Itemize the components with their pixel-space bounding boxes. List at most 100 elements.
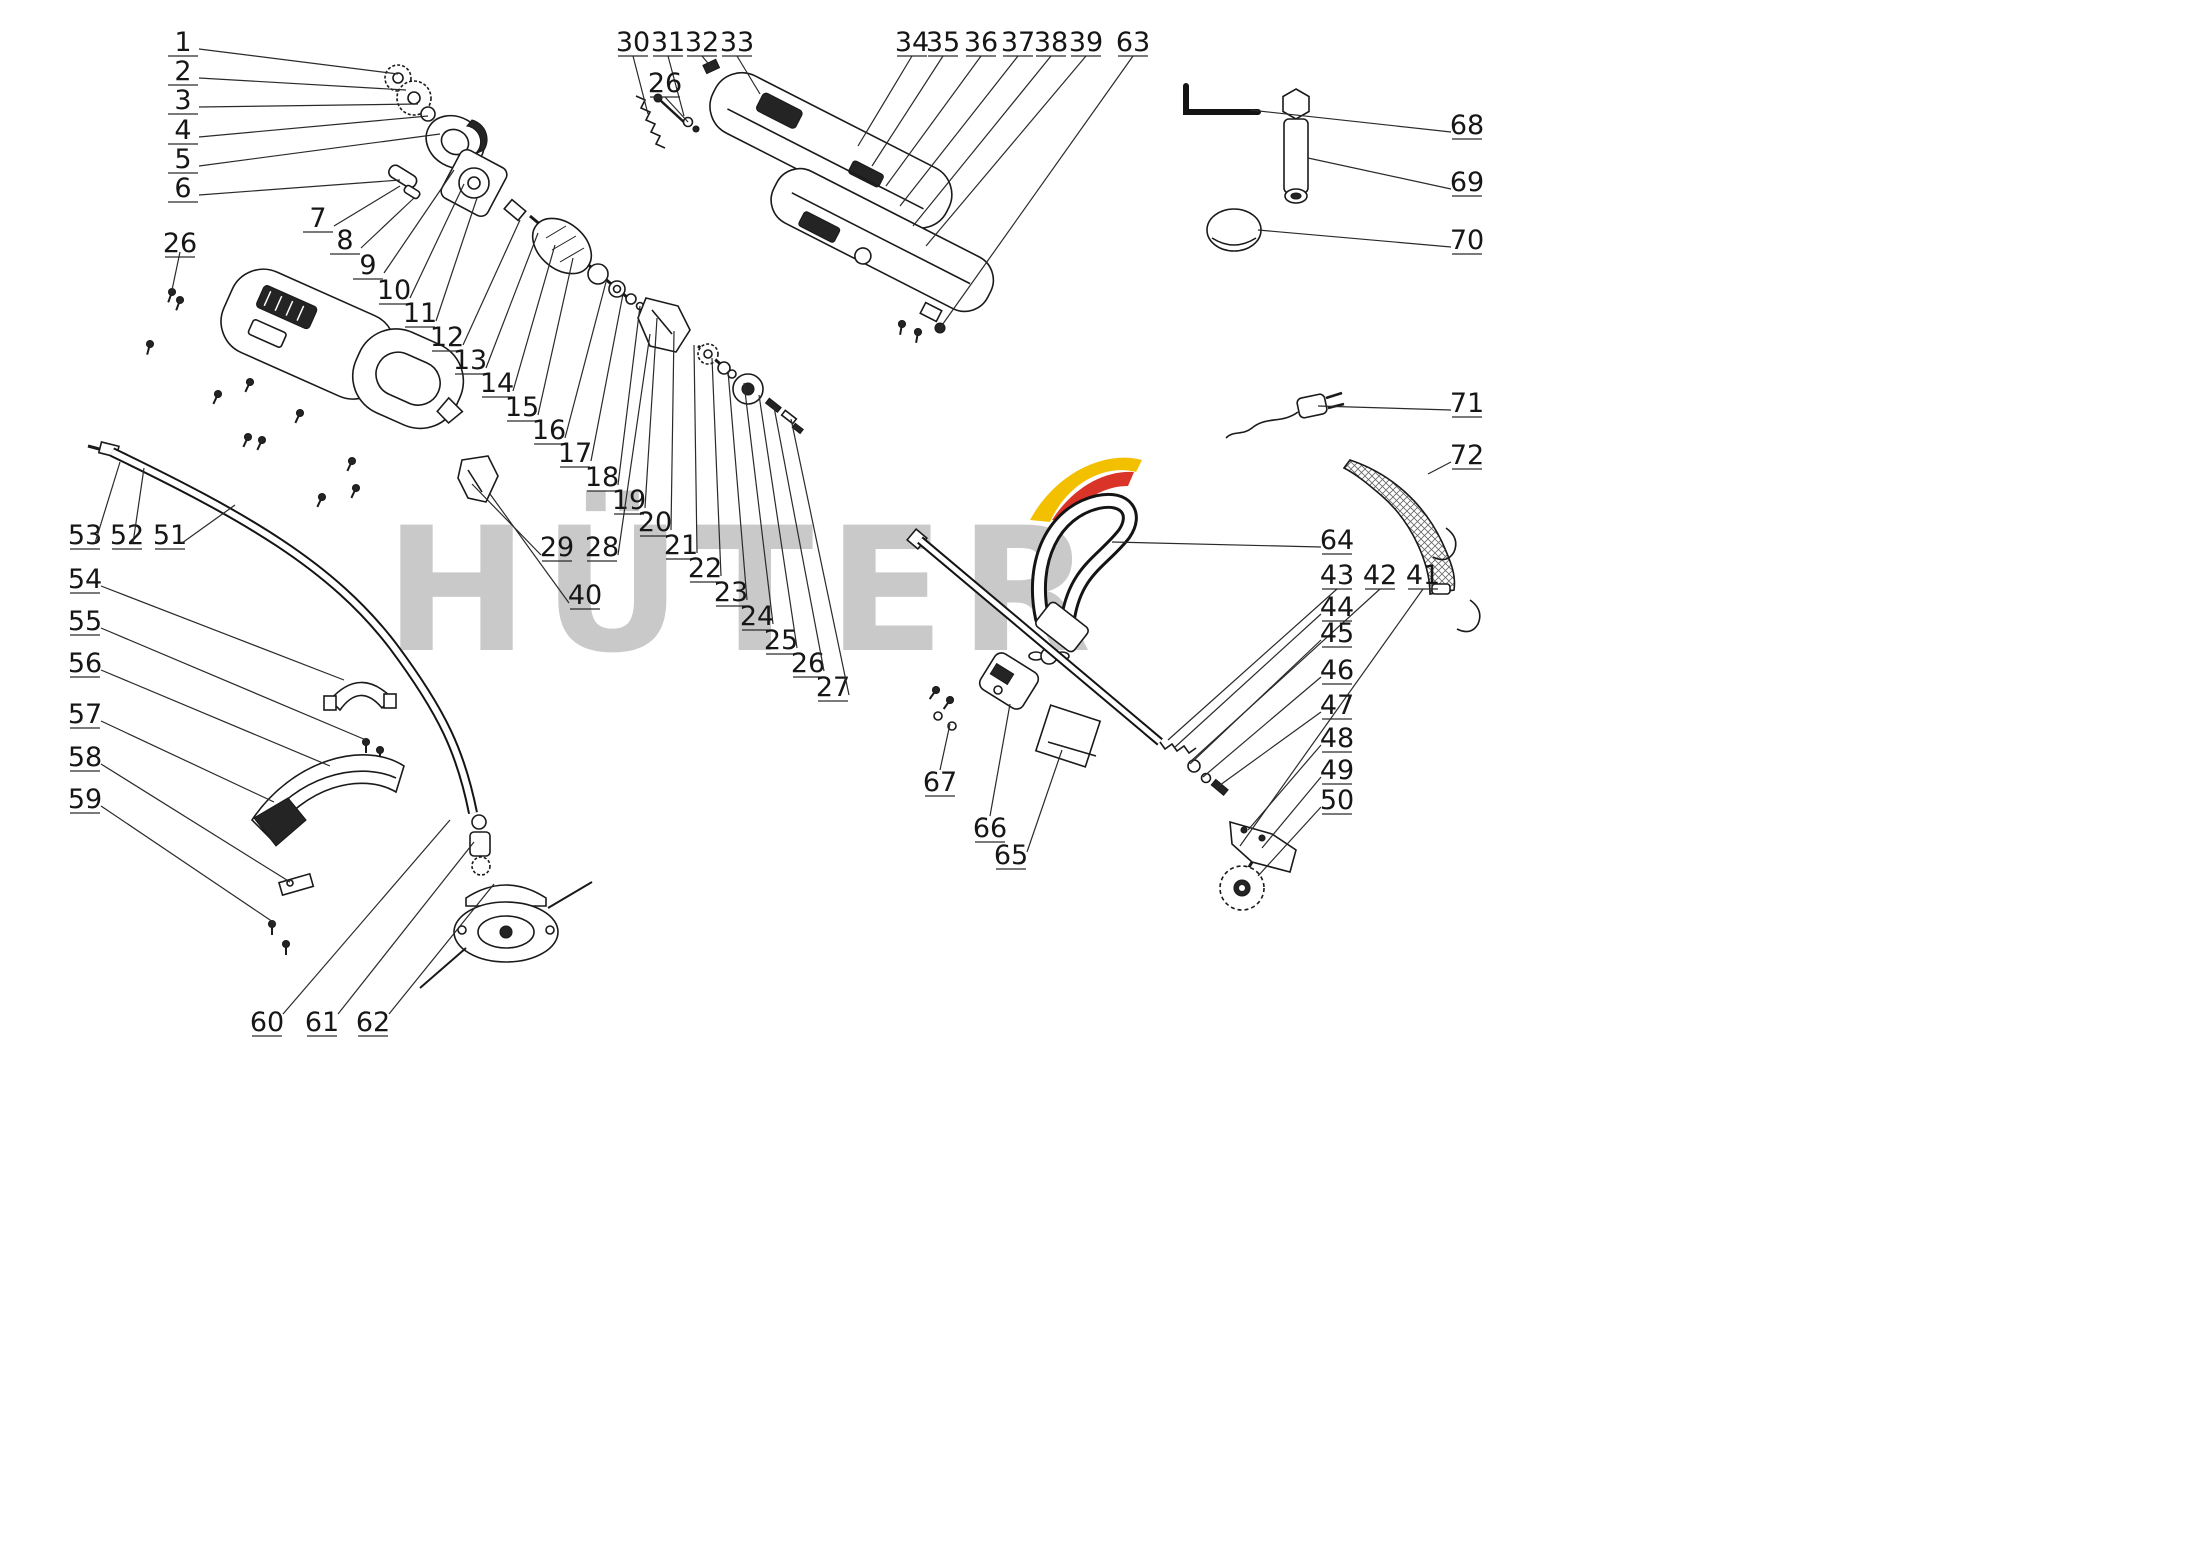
part-label-44: 44	[1173, 592, 1354, 749]
svg-text:9: 9	[359, 250, 376, 281]
svg-text:24: 24	[740, 601, 774, 632]
part-label-1: 1	[168, 27, 399, 75]
part-label-28: 28	[585, 333, 651, 563]
part-label-9: 9	[353, 169, 455, 281]
svg-text:21: 21	[664, 530, 698, 561]
part-label-46: 46	[1202, 655, 1354, 778]
svg-text:56: 56	[68, 648, 102, 679]
trigger-bracket	[457, 455, 499, 503]
svg-text:26: 26	[791, 648, 825, 679]
svg-text:30: 30	[616, 27, 650, 58]
part-label-55: 55	[68, 606, 367, 741]
drive-coupler	[697, 343, 804, 435]
part-label-47: 47	[1215, 690, 1354, 789]
svg-text:60: 60	[250, 1007, 284, 1038]
part-label-68: 68	[1249, 109, 1484, 141]
svg-text:59: 59	[68, 784, 102, 815]
svg-text:18: 18	[585, 462, 619, 493]
svg-text:49: 49	[1320, 755, 1354, 786]
svg-text:71: 71	[1450, 388, 1484, 419]
part-label-22: 22	[688, 357, 722, 584]
svg-text:12: 12	[430, 322, 464, 353]
part-label-12: 12	[430, 219, 521, 353]
part-label-24: 24	[740, 382, 774, 632]
loop-handle	[1028, 492, 1138, 665]
svg-text:1: 1	[174, 27, 191, 58]
svg-text:32: 32	[685, 27, 719, 58]
part-label-45: 45	[1189, 618, 1354, 765]
svg-text:52: 52	[110, 520, 144, 551]
curved-boom	[87, 441, 478, 814]
part-label-21: 21	[664, 344, 698, 561]
svg-text:26: 26	[648, 68, 682, 99]
part-label-70: 70	[1257, 225, 1484, 256]
logo-yellow-swoosh	[1030, 457, 1142, 522]
svg-text:47: 47	[1320, 690, 1354, 721]
svg-text:58: 58	[68, 742, 102, 773]
svg-text:17: 17	[558, 438, 592, 469]
svg-text:33: 33	[720, 27, 754, 58]
part-label-57: 57	[68, 699, 275, 803]
cam-guide	[637, 297, 691, 353]
power-cord	[1225, 391, 1345, 439]
part-label-31: 31	[651, 27, 685, 117]
svg-text:4: 4	[174, 115, 191, 146]
svg-text:57: 57	[68, 699, 102, 730]
upper-motor-housing	[635, 58, 995, 345]
svg-text:67: 67	[923, 767, 957, 798]
svg-text:53: 53	[68, 520, 102, 551]
svg-text:61: 61	[305, 1007, 339, 1038]
part-label-25: 25	[758, 394, 798, 656]
svg-text:38: 38	[1034, 27, 1068, 58]
part-label-34: 34	[857, 27, 929, 147]
svg-text:39: 39	[1069, 27, 1103, 58]
drive-shaft-tube	[906, 528, 1229, 796]
svg-text:66: 66	[973, 813, 1007, 844]
armature-assembly	[503, 198, 645, 311]
part-label-11: 11	[403, 197, 478, 329]
svg-text:28: 28	[585, 532, 619, 563]
svg-text:27: 27	[816, 672, 850, 703]
part-label-61: 61	[305, 841, 475, 1038]
svg-text:62: 62	[356, 1007, 390, 1038]
svg-text:7: 7	[309, 203, 326, 234]
shaft-clamp	[323, 681, 397, 762]
svg-text:70: 70	[1450, 225, 1484, 256]
part-label-3: 3	[168, 85, 419, 116]
svg-text:13: 13	[453, 345, 487, 376]
main-housing	[220, 268, 465, 430]
svg-text:2: 2	[174, 56, 191, 87]
part-label-41: 41	[1239, 560, 1440, 847]
part-label-63: 63	[939, 27, 1150, 329]
svg-text:42: 42	[1363, 560, 1397, 591]
part-label-50: 50	[1257, 785, 1354, 877]
part-label-65: 65	[994, 749, 1063, 871]
svg-text:35: 35	[926, 27, 960, 58]
end-cap	[1206, 208, 1262, 252]
svg-text:50: 50	[1320, 785, 1354, 816]
svg-text:45: 45	[1320, 618, 1354, 649]
svg-text:23: 23	[714, 577, 748, 608]
part-label-36: 36	[885, 27, 998, 187]
svg-text:41: 41	[1406, 560, 1440, 591]
part-label-8: 8	[330, 197, 415, 256]
part-label-71: 71	[1317, 388, 1484, 419]
part-label-2: 2	[168, 56, 407, 91]
hex-key	[1183, 83, 1261, 115]
svg-text:15: 15	[505, 392, 539, 423]
part-label-72: 72	[1427, 440, 1484, 475]
part-label-26: 26	[773, 406, 825, 679]
part-label-38: 38	[912, 27, 1068, 227]
part-label-32: 32	[685, 27, 719, 69]
svg-text:29: 29	[540, 532, 574, 563]
svg-text:11: 11	[403, 298, 437, 329]
svg-text:48: 48	[1320, 723, 1354, 754]
part-label-69: 69	[1307, 157, 1484, 198]
svg-text:8: 8	[336, 225, 353, 256]
trimmer-head	[419, 814, 593, 989]
svg-text:43: 43	[1320, 560, 1354, 591]
svg-text:10: 10	[377, 275, 411, 306]
part-label-26: 26	[163, 228, 197, 291]
part-label-67: 67	[923, 723, 957, 798]
